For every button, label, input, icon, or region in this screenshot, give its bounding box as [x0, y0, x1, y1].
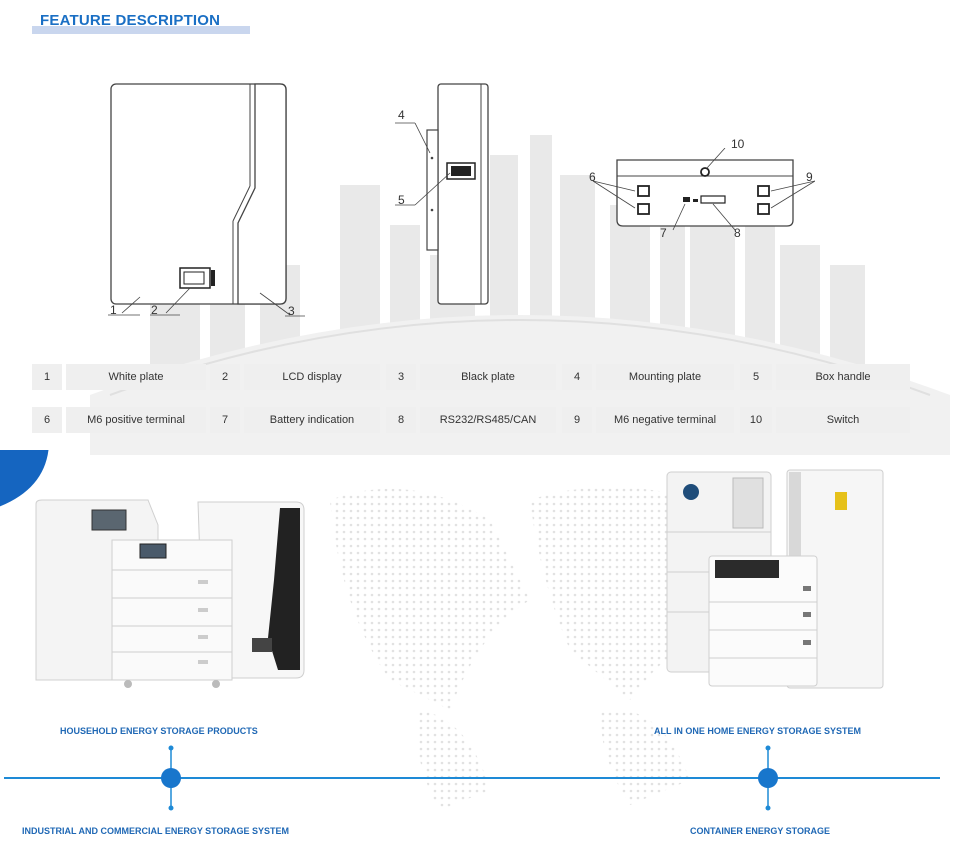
callout-10: 10: [731, 137, 745, 151]
front-view-diagram: [108, 83, 305, 317]
feature-name: M6 negative terminal: [596, 407, 734, 433]
side-view-diagram: [395, 83, 489, 305]
callout-5: 5: [398, 193, 405, 207]
industrial-label: INDUSTRIAL AND COMMERCIAL ENERGY STORAGE…: [22, 826, 290, 836]
section-title: FEATURE DESCRIPTION: [40, 12, 221, 29]
container-label: CONTAINER ENERGY STORAGE: [690, 826, 831, 836]
feature-num: 9: [562, 407, 592, 433]
feature-name: M6 positive terminal: [66, 407, 206, 433]
household-products-image: [35, 499, 305, 688]
top-view-diagram: [592, 148, 815, 231]
feature-num: 3: [386, 364, 416, 390]
callout-1: 1: [110, 303, 117, 317]
feature-num: 5: [740, 364, 772, 390]
all-in-one-products-image: [666, 469, 884, 689]
feature-num: 6: [32, 407, 62, 433]
callout-8: 8: [734, 226, 741, 240]
callout-9: 9: [806, 170, 813, 184]
feature-name: Black plate: [420, 364, 556, 390]
feature-num: 2: [210, 364, 240, 390]
feature-num: 4: [562, 364, 592, 390]
callout-7: 7: [660, 226, 667, 240]
feature-name: LCD display: [244, 364, 380, 390]
callout-6: 6: [589, 170, 596, 184]
household-label: HOUSEHOLD ENERGY STORAGE PRODUCTS: [60, 726, 258, 736]
feature-name: Box handle: [776, 364, 910, 390]
all-in-one-label: ALL IN ONE HOME ENERGY STORAGE SYSTEM: [654, 726, 862, 736]
callout-4: 4: [398, 108, 405, 122]
feature-num: 1: [32, 364, 62, 390]
feature-name: White plate: [66, 364, 206, 390]
callout-3: 3: [288, 304, 295, 318]
callout-2: 2: [151, 303, 158, 317]
feature-num: 10: [740, 407, 772, 433]
feature-name: Mounting plate: [596, 364, 734, 390]
corner-decoration: [0, 450, 52, 510]
feature-name: Battery indication: [244, 407, 380, 433]
feature-num: 8: [386, 407, 416, 433]
feature-name: RS232/RS485/CAN: [420, 407, 556, 433]
timeline: [4, 745, 940, 811]
title-underline: [32, 26, 250, 34]
feature-num: 7: [210, 407, 240, 433]
feature-name: Switch: [776, 407, 910, 433]
